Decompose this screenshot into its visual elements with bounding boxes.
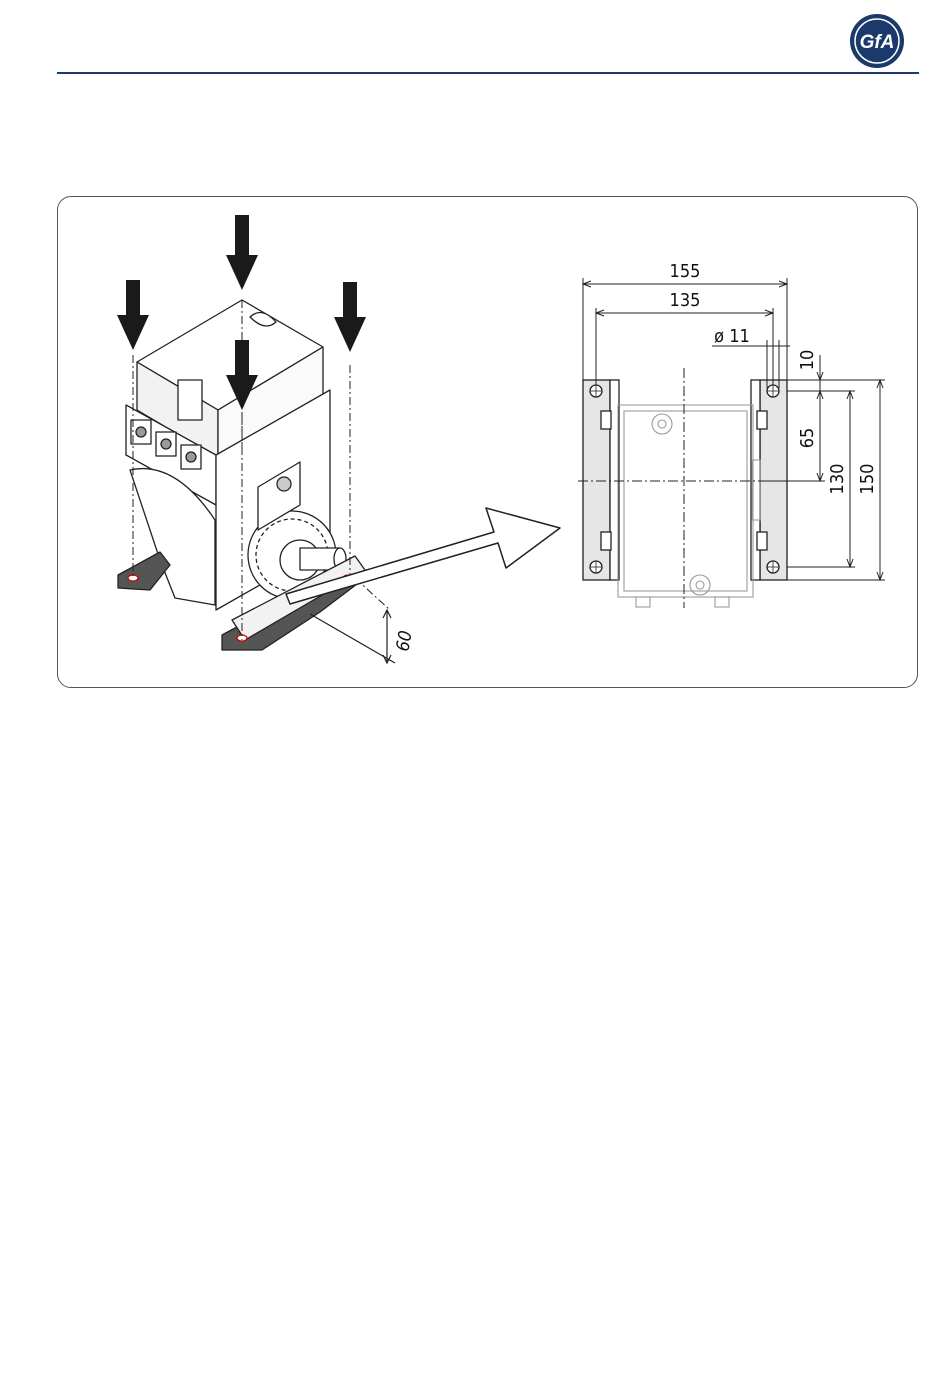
shaft-height-dimension xyxy=(310,610,395,663)
mounting-bracket-icon xyxy=(583,380,787,580)
dimension-60: 60 xyxy=(392,629,416,653)
dimension-135: 135 xyxy=(670,290,701,311)
dimension-130: 130 xyxy=(827,464,848,495)
dimension-10: 10 xyxy=(797,350,818,371)
mounting-diagram: 60 xyxy=(0,0,950,700)
dimension-155: 155 xyxy=(670,261,701,282)
dimension-diameter-11: ø 11 xyxy=(714,326,750,347)
dimension-65: 65 xyxy=(797,428,818,449)
motor-outline xyxy=(618,405,760,607)
dimension-150: 150 xyxy=(857,464,878,495)
